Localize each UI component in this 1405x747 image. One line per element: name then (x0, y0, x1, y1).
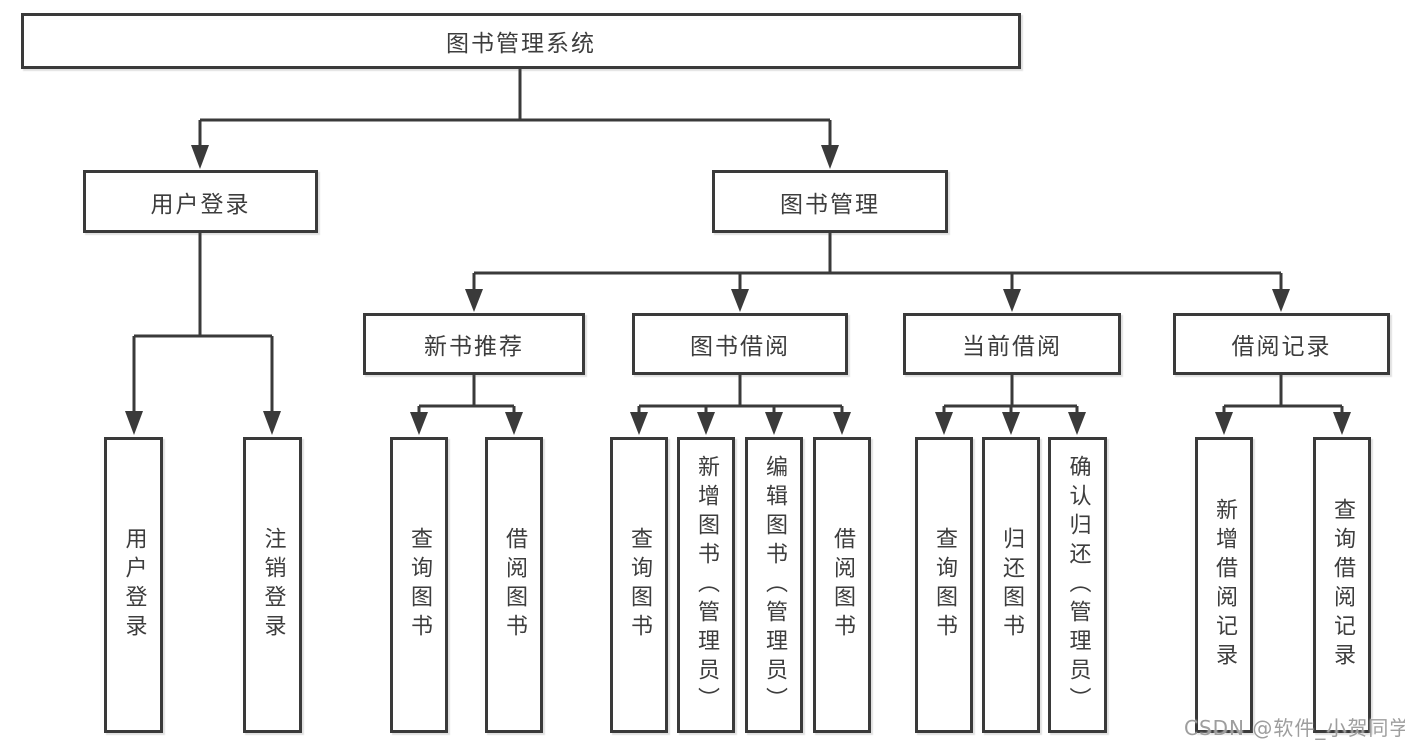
node-borrowing-records-label: 借阅记录 (1231, 334, 1332, 360)
leaf-recommend-search-books: 查询图书 (390, 437, 448, 733)
node-root-label: 图书管理系统 (446, 31, 596, 57)
leaf-borrowing-search-books: 查询图书 (610, 437, 668, 733)
node-book-management: 图书管理 (712, 170, 948, 233)
wire-management-to-sections (465, 232, 1290, 312)
leaf-recommend-borrow-books: 借阅图书 (485, 437, 543, 733)
wire-root-to-level2 (191, 69, 839, 169)
node-user-login: 用户登录 (83, 170, 318, 233)
wire-login-to-children (125, 232, 281, 435)
leaf-records-add-record-label: 新增借阅记录 (1212, 498, 1237, 672)
node-user-login-label: 用户登录 (150, 191, 251, 218)
node-new-book-recommend: 新书推荐 (363, 313, 585, 375)
leaf-recommend-search-books-label: 查询图书 (407, 527, 432, 643)
csdn-watermark: CSDN @软件_小贺同学 (1184, 716, 1405, 740)
leaf-records-search-record: 查询借阅记录 (1313, 437, 1371, 733)
leaf-current-search-books: 查询图书 (915, 437, 973, 733)
leaf-current-return-books-label: 归还图书 (999, 527, 1024, 643)
node-current-borrowing: 当前借阅 (903, 313, 1121, 375)
wire-borrowing-to-children (630, 375, 851, 435)
leaf-current-confirm-return-admin-label: 确认归还（管理员） (1065, 454, 1091, 716)
wire-recommend-to-children (410, 375, 523, 435)
leaf-current-confirm-return-admin: 确认归还（管理员） (1048, 437, 1107, 733)
leaf-records-search-record-label: 查询借阅记录 (1330, 498, 1355, 672)
node-borrowing-records: 借阅记录 (1173, 313, 1390, 375)
leaf-current-search-books-label: 查询图书 (932, 527, 957, 643)
node-book-borrowing-label: 图书借阅 (690, 334, 790, 360)
leaf-recommend-borrow-books-label: 借阅图书 (502, 527, 527, 643)
node-current-borrowing-label: 当前借阅 (962, 334, 1062, 360)
leaf-borrowing-edit-books-admin-label: 编辑图书（管理员） (762, 454, 787, 716)
leaf-logout-label: 注销登录 (260, 527, 286, 643)
leaf-user-login: 用户登录 (104, 437, 163, 733)
wire-current-to-children (935, 375, 1086, 435)
leaf-current-return-books: 归还图书 (982, 437, 1040, 733)
node-new-book-recommend-label: 新书推荐 (424, 334, 524, 360)
leaf-borrowing-edit-books-admin: 编辑图书（管理员） (745, 437, 803, 733)
leaf-logout: 注销登录 (243, 437, 302, 733)
node-root: 图书管理系统 (21, 13, 1021, 69)
leaf-records-add-record: 新增借阅记录 (1195, 437, 1253, 733)
leaf-borrowing-add-books-admin: 新增图书（管理员） (677, 437, 735, 733)
leaf-borrowing-add-books-admin-label: 新增图书（管理员） (694, 454, 719, 716)
leaf-borrowing-search-books-label: 查询图书 (627, 527, 652, 643)
node-book-borrowing: 图书借阅 (632, 313, 848, 375)
leaf-user-login-label: 用户登录 (121, 527, 147, 643)
node-book-management-label: 图书管理 (780, 191, 880, 218)
wire-records-to-children (1215, 375, 1351, 435)
leaf-borrowing-borrow-books-label: 借阅图书 (830, 527, 855, 643)
leaf-borrowing-borrow-books: 借阅图书 (813, 437, 871, 733)
